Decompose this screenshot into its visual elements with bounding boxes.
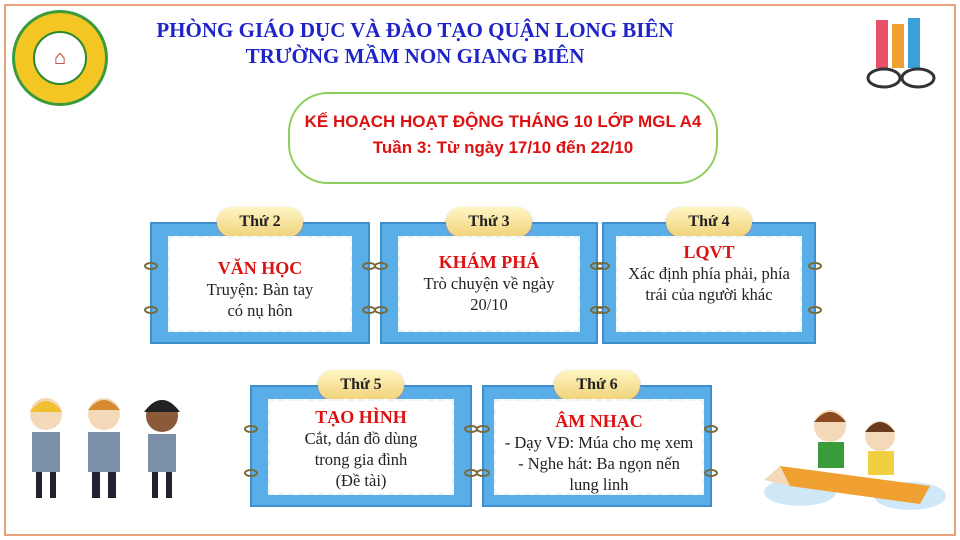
- binder-ring-icon: [808, 262, 822, 270]
- activity-line: Cắt, dán đồ dùng: [304, 429, 418, 448]
- binder-ring-icon: [374, 306, 388, 314]
- activity-line: có nụ hôn: [227, 301, 293, 320]
- day-label: Thứ 6: [554, 370, 640, 400]
- slide-border: [4, 4, 956, 536]
- subject: KHÁM PHÁ: [438, 252, 540, 272]
- header-line-1: PHÒNG GIÁO DỤC VÀ ĐÀO TẠO QUẬN LONG BIÊN: [156, 18, 674, 42]
- activity-line: - Nghe hát: Ba ngọn nến: [518, 454, 680, 473]
- subject: TẠO HÌNH: [315, 407, 407, 427]
- activity-line: (Đề tài): [335, 471, 387, 490]
- day-card-thu-3: Thứ 3 KHÁM PHÁ Trò chuyện về ngày 20/10: [374, 207, 604, 344]
- binder-ring-icon: [244, 425, 258, 433]
- subject: LQVT: [683, 242, 735, 262]
- day-card-thu-6: Thứ 6 ÂM NHẠC - Dạy VĐ: Múa cho mẹ xem - N…: [476, 370, 718, 507]
- binder-ring-icon: [244, 469, 258, 477]
- binder-ring-icon: [144, 306, 158, 314]
- plan-title: KẾ HOẠCH HOẠT ĐỘNG THÁNG 10 LỚP MGL A4: [304, 112, 702, 131]
- activity-line: lung linh: [569, 475, 629, 494]
- house-icon: ⌂: [33, 31, 87, 85]
- school-logo: ⌂: [12, 10, 108, 106]
- activity-line: trong gia đình: [314, 450, 408, 469]
- binder-ring-icon: [704, 425, 718, 433]
- kids-on-pencil-illustration: [764, 410, 946, 510]
- binder-ring-icon: [704, 469, 718, 477]
- binder-ring-icon: [144, 262, 158, 270]
- binder-ring-icon: [596, 306, 610, 314]
- binder-ring-icon: [808, 306, 822, 314]
- day-card-thu-5: Thứ 5 TẠO HÌNH Cắt, dán đồ dùng trong gia …: [244, 370, 478, 507]
- binder-ring-icon: [374, 262, 388, 270]
- children-illustration: [30, 398, 180, 498]
- activity-line: Truyện: Bàn tay: [206, 280, 314, 299]
- binder-ring-icon: [476, 425, 490, 433]
- day-label: Thứ 5: [318, 370, 404, 400]
- activity-line: - Dạy VĐ: Múa cho mẹ xem: [504, 433, 694, 452]
- activity-line: trái của người khác: [645, 285, 773, 304]
- day-card-thu-2: Thứ 2 VĂN HỌC Truyện: Bàn tay có nụ hôn: [144, 207, 376, 344]
- day-label: Thứ 2: [217, 207, 303, 237]
- day-label: Thứ 4: [666, 207, 752, 237]
- subject: ÂM NHẠC: [555, 411, 643, 431]
- pencils-glasses-icon: [866, 18, 936, 89]
- activity-line: Trò chuyện về ngày: [423, 274, 555, 293]
- binder-ring-icon: [476, 469, 490, 477]
- subject: VĂN HỌC: [217, 258, 303, 278]
- activity-line: Xác định phía phải, phía: [628, 264, 790, 283]
- binder-ring-icon: [596, 262, 610, 270]
- plan-title-box: KẾ HOẠCH HOẠT ĐỘNG THÁNG 10 LỚP MGL A4 T…: [288, 92, 718, 184]
- day-label: Thứ 3: [446, 207, 532, 237]
- day-card-thu-4: Thứ 4 LQVT Xác định phía phải, phía trái c…: [596, 207, 822, 344]
- plan-week: Tuần 3: Từ ngày 17/10 đến 22/10: [372, 138, 634, 157]
- header-line-2: TRƯỜNG MẦM NON GIANG BIÊN: [245, 44, 585, 68]
- activity-line: 20/10: [470, 295, 508, 314]
